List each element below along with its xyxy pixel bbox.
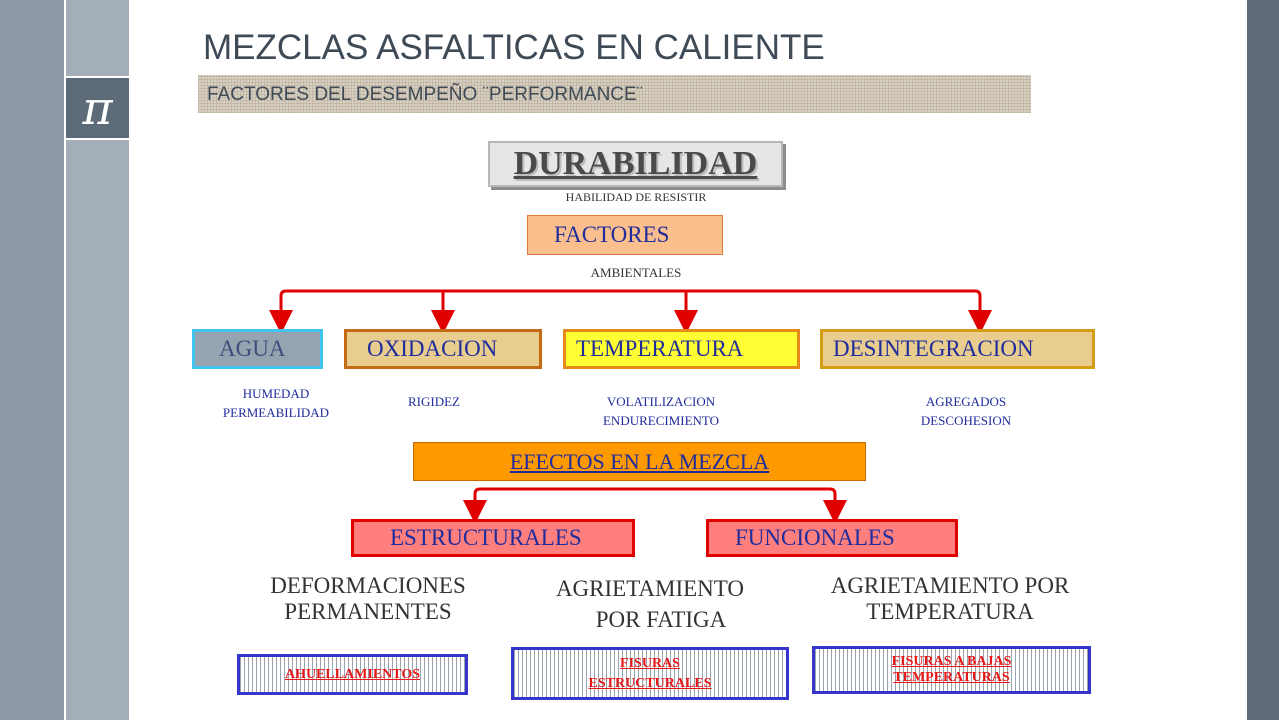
page-subtitle: FACTORES DEL DESEMPEÑO ¨PERFORMANCE¨ [207,84,644,105]
outcome-agrietamiento-fatiga: AGRIETAMIENTO POR FATIGA [555,576,745,632]
factores-note: AMBIENTALES [590,265,682,280]
result-ahuellamientos: AHUELLAMIENTOS [237,654,468,695]
factor-oxidacion: OXIDACION [344,329,542,369]
page-title: MEZCLAS ASFALTICAS EN CALIENTE [203,28,825,67]
efectos-node: EFECTOS EN LA MEZCLA [413,442,866,481]
pi-icon: π [66,76,129,140]
result-fisuras-estructurales: FISURAS ESTRUCTURALES [511,647,789,700]
factores-node: FACTORES [527,215,723,255]
oxidacion-notes: RIGIDEZ [408,394,460,409]
durabilidad-node: DURABILIDAD [488,141,783,187]
left-band-outer [0,0,64,720]
subtitle-banner [198,75,1031,113]
durabilidad-note: HABILIDAD DE RESISTIR [565,190,707,204]
result-fisuras-bajas-temperaturas: FISURAS A BAJAS TEMPERATURAS [812,646,1091,694]
outcome-agrietamiento-temperatura: AGRIETAMIENTO POR TEMPERATURA [830,573,1070,624]
temperatura-notes: VOLATILIZACION ENDURECIMIENTO [602,394,720,428]
factors-bus-line [279,289,982,321]
right-band [1247,0,1279,720]
outcome-deformaciones: DEFORMACIONES PERMANENTES [270,573,466,624]
factor-temperatura: TEMPERATURA [563,329,800,369]
factor-agua: AGUA [192,329,323,369]
effects-bus-line [473,487,837,511]
effect-funcionales: FUNCIONALES [706,519,958,557]
desintegracion-notes: AGREGADOS DESCOHESION [920,394,1012,428]
agua-notes: HUMEDAD PERMEABILIDAD [222,386,330,420]
effect-estructurales: ESTRUCTURALES [351,519,635,557]
left-band-divider [64,0,66,720]
factor-desintegracion: DESINTEGRACION [820,329,1095,369]
